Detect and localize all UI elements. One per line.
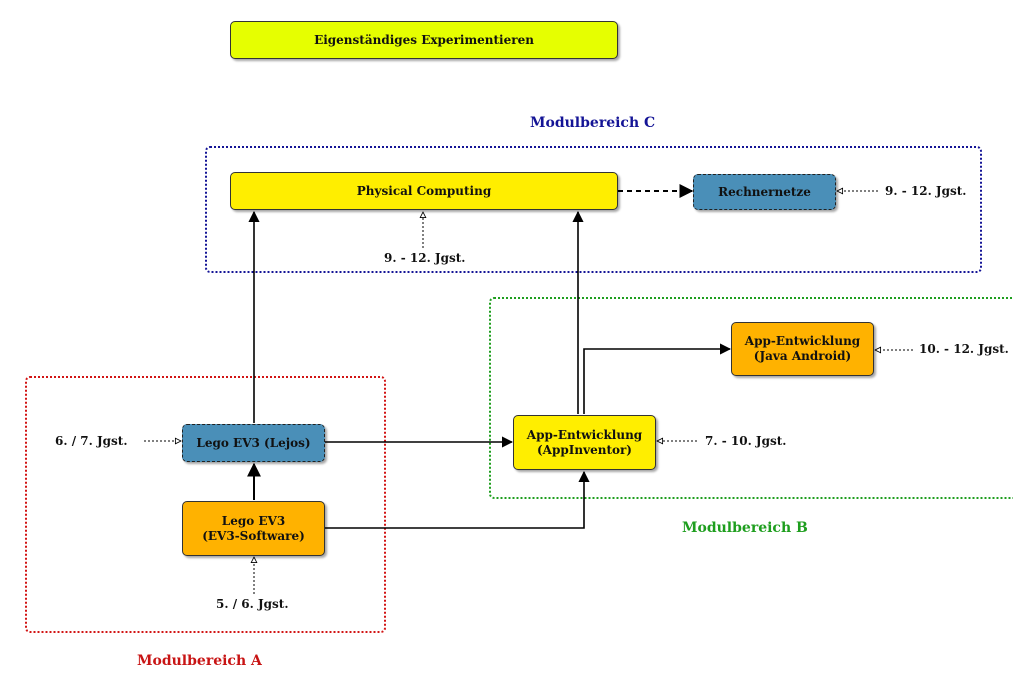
- node-lego-ev3-line1: Lego EV3: [221, 513, 286, 528]
- modulbereich-c-label: Modulbereich C: [530, 115, 656, 131]
- node-eigen-label: Eigenständiges Experimentieren: [314, 32, 534, 47]
- node-rechnernetze-label: Rechnernetze: [718, 184, 811, 199]
- modulbereich-a-label: Modulbereich A: [137, 653, 262, 669]
- annotation-physical-jgst: 9. - 12. Jgst.: [384, 251, 466, 265]
- node-app-java-line1: App-Entwicklung: [744, 334, 861, 348]
- node-app-inventor-line2: (AppInventor): [537, 442, 632, 457]
- node-lego-ev3-software: Lego EV3 (EV3-Software): [182, 501, 325, 556]
- annotation-lego-lejos-jgst: 6. / 7. Jgst.: [55, 434, 128, 448]
- modulbereich-b-label: Modulbereich B: [682, 520, 808, 536]
- node-app-java-line2: (Java Android): [753, 349, 852, 363]
- annotation-app-java-jgst: 10. - 12. Jgst.: [919, 342, 1009, 356]
- modulbereich-b-region: [489, 297, 1013, 499]
- node-physical-computing: Physical Computing: [230, 172, 618, 210]
- annotation-app-inventor-jgst: 7. - 10. Jgst.: [705, 434, 787, 448]
- edge-ev3-to-appinventor: [325, 470, 590, 529]
- node-app-java-android: App-Entwicklung (Java Android): [731, 322, 874, 376]
- node-physical-label: Physical Computing: [356, 183, 492, 198]
- node-rechnernetze: Rechnernetze: [693, 174, 836, 210]
- modulbereich-c-region: [205, 146, 982, 273]
- annotation-rechnernetze-jgst: 9. - 12. Jgst.: [885, 184, 967, 198]
- annotation-lego-ev3-jgst: 5. / 6. Jgst.: [216, 597, 289, 611]
- edge-appinventor-to-java: [583, 343, 732, 414]
- node-lego-ev3-line2: (EV3-Software): [202, 528, 305, 543]
- node-app-inventor: App-Entwicklung (AppInventor): [513, 415, 656, 470]
- node-app-inventor-line1: App-Entwicklung: [526, 427, 643, 442]
- node-lego-lejos-label: Lego EV3 (Lejos): [196, 435, 311, 450]
- node-eigenstaendiges-experimentieren: Eigenständiges Experimentieren: [230, 21, 618, 59]
- node-lego-ev3-lejos: Lego EV3 (Lejos): [182, 424, 325, 462]
- modulbereich-a-region: [25, 376, 386, 633]
